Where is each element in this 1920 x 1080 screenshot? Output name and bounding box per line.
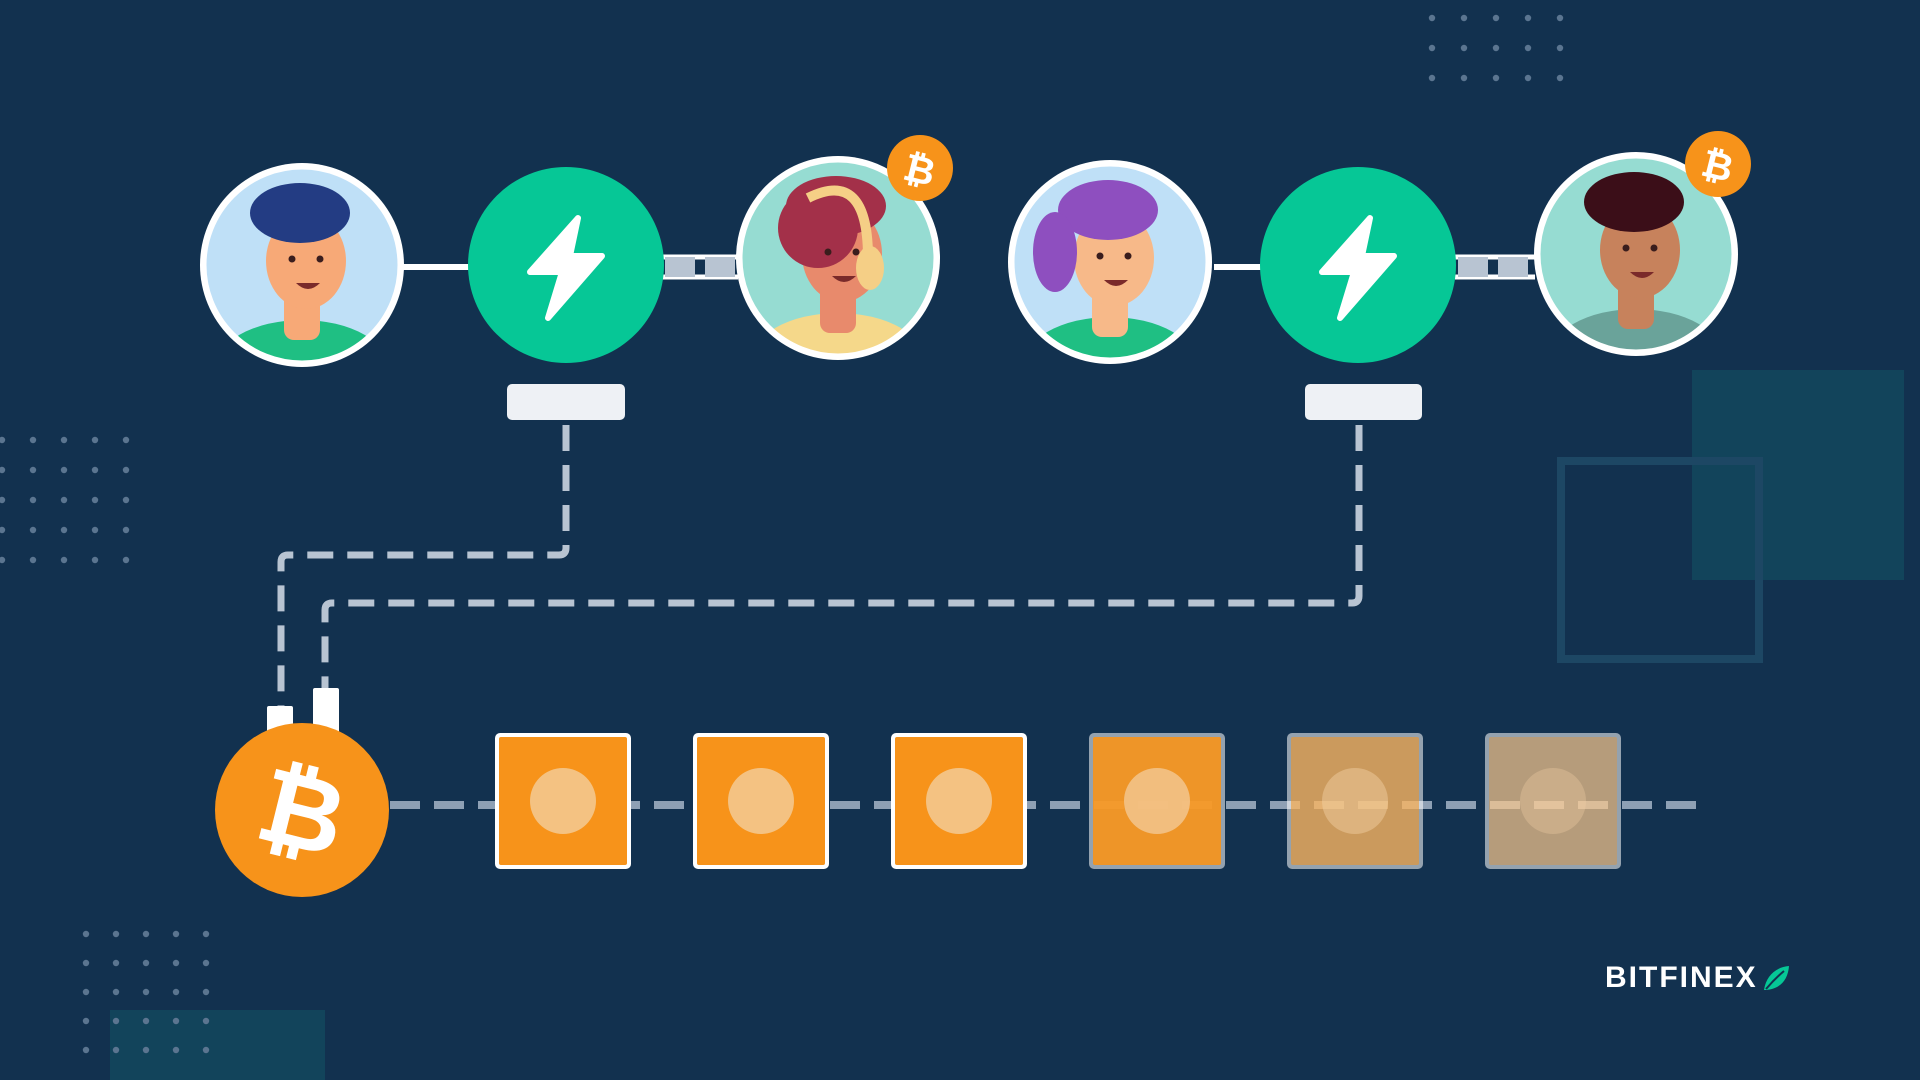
lightning-icon bbox=[1319, 215, 1397, 321]
participant-user-4: ₿ bbox=[1534, 131, 1751, 356]
background-decor bbox=[0, 14, 1904, 1080]
participant-user-2: ₿ bbox=[736, 135, 953, 360]
bitfinex-logo: BITFINEX bbox=[1605, 958, 1790, 998]
lightning-icon bbox=[527, 215, 605, 321]
participant-user-1 bbox=[200, 163, 404, 367]
person-purple-hair-avatar bbox=[1012, 164, 1208, 360]
block bbox=[693, 733, 829, 869]
brand-name: BITFINEX bbox=[1605, 961, 1758, 994]
blockchain-blocks bbox=[495, 733, 1621, 869]
person-dark-hair-avatar bbox=[1538, 156, 1734, 352]
bitcoin-anchor: ₿ bbox=[215, 723, 389, 897]
block bbox=[1089, 733, 1225, 869]
person-blue-hair-avatar bbox=[204, 167, 400, 363]
node-label-bar bbox=[1305, 384, 1422, 420]
lightning-node-1 bbox=[468, 167, 664, 420]
channel-lines bbox=[400, 254, 1535, 280]
participant-user-3 bbox=[1008, 160, 1212, 364]
block bbox=[891, 733, 1027, 869]
bitcoin-badge-icon: ₿ bbox=[1685, 131, 1751, 197]
lightning-node-2 bbox=[1260, 167, 1456, 420]
person-red-hair-headphones-avatar bbox=[740, 160, 936, 356]
settlement-connectors bbox=[277, 425, 1363, 708]
block bbox=[1485, 733, 1621, 869]
bitcoin-badge-icon: ₿ bbox=[887, 135, 953, 201]
leaf-icon bbox=[1763, 966, 1789, 990]
node-label-bar bbox=[507, 384, 625, 420]
block bbox=[1287, 733, 1423, 869]
block bbox=[495, 733, 631, 869]
